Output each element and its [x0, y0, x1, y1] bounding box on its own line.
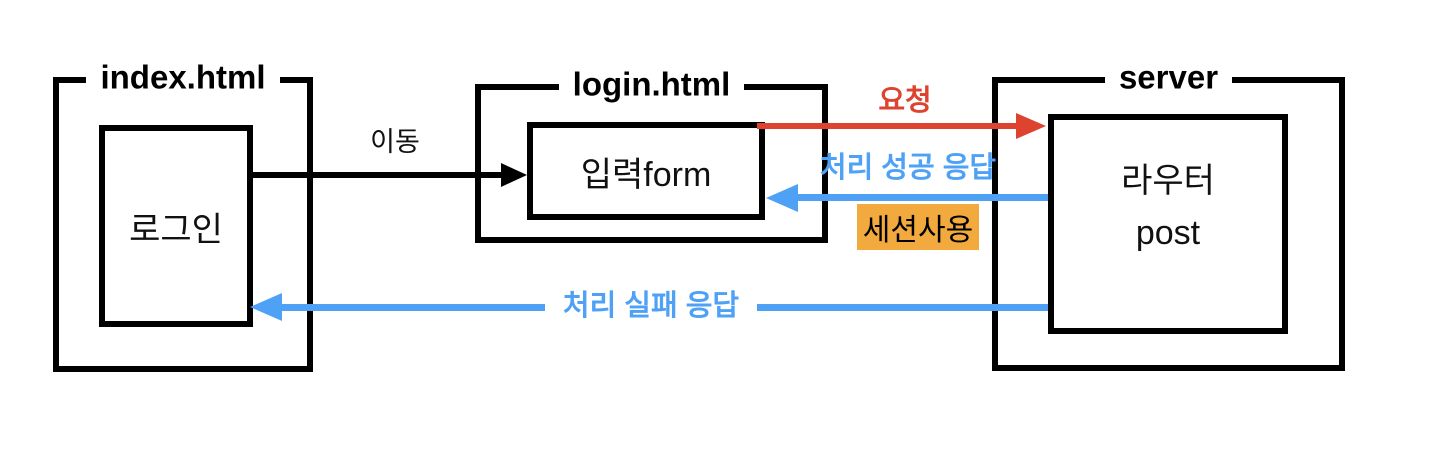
- login-page-title: login.html: [558, 65, 745, 103]
- router-label-line1: 라우터: [1121, 162, 1215, 200]
- router-label-line2: post: [1135, 214, 1201, 252]
- success-arrow-line: [792, 194, 1048, 201]
- input-form-label: 입력form: [580, 155, 712, 194]
- server-title-wrap: server: [998, 58, 1339, 96]
- request-arrow-line: [757, 123, 1019, 129]
- arrowhead-right-icon: [1016, 113, 1046, 139]
- arrowhead-right-icon: [501, 163, 527, 187]
- router-post-node: 라우터 post: [1048, 114, 1288, 334]
- index-page-box: index.html: [53, 58, 313, 372]
- input-form-node: 입력form: [527, 122, 765, 220]
- login-page-box: login.html: [475, 65, 828, 243]
- failure-arrow-label: 처리 실패 응답: [562, 290, 740, 322]
- session-use-label: 세션사용: [862, 214, 974, 247]
- index-page-title-wrap: index.html: [59, 58, 307, 96]
- router-post-label: 라우터 post: [1121, 155, 1215, 259]
- session-use-tag: 세션사용: [857, 204, 979, 250]
- request-arrow-label: 요청: [878, 85, 932, 117]
- index-page-title: index.html: [86, 58, 280, 96]
- arrowhead-left-icon: [766, 184, 798, 212]
- server-box: server: [992, 58, 1345, 371]
- move-arrow-line: [253, 172, 505, 178]
- login-button-node: 로그인: [99, 125, 253, 327]
- move-arrow-label: 이동: [370, 127, 420, 157]
- success-arrow-label: 처리 성공 응답: [819, 152, 997, 184]
- server-title: server: [1104, 58, 1233, 96]
- login-page-title-wrap: login.html: [481, 65, 822, 103]
- failure-arrow-line-left: [280, 304, 545, 311]
- failure-arrow-line-right: [757, 304, 1048, 311]
- arrowhead-left-icon: [250, 293, 282, 321]
- login-button-label: 로그인: [129, 210, 223, 249]
